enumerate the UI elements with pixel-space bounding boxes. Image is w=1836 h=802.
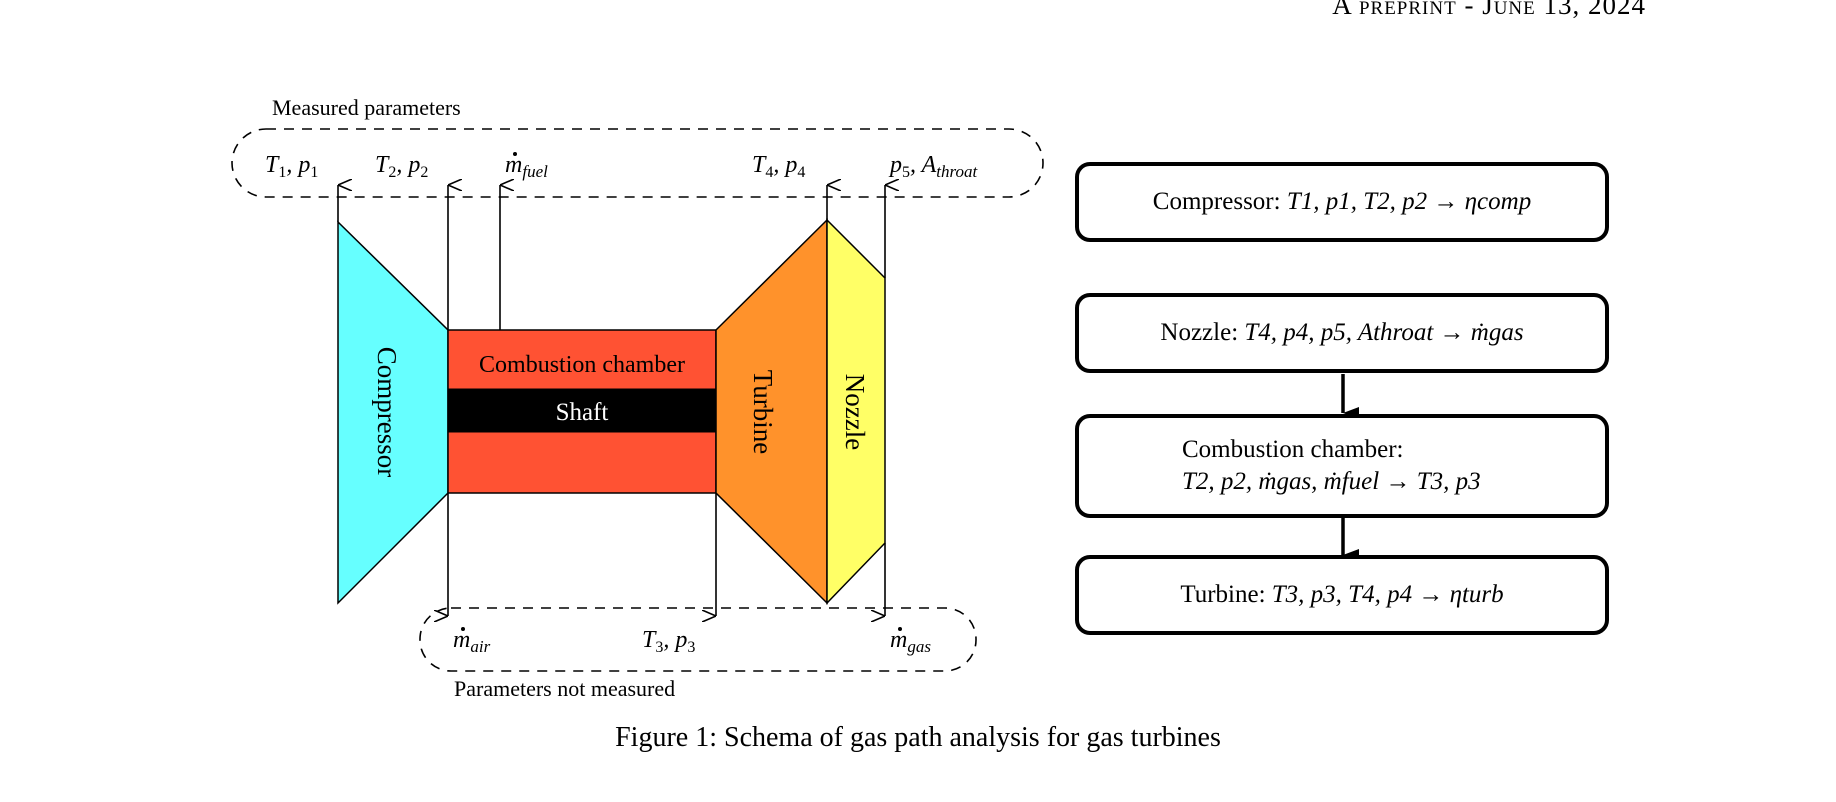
param-t4p4: T4, p4 [752, 152, 805, 181]
param-t1p1: T1, p1 [265, 152, 318, 181]
mgas-dot [898, 627, 902, 631]
compressor-box-formula: T1, p1, T2, p2 → ηcomp [1286, 188, 1532, 215]
combustion-box-name: Combustion chamber: [1182, 436, 1404, 463]
turbine-box: Turbine: T3, p3, T4, p4 → ηturb [1075, 555, 1609, 635]
running-head: A preprint - June 13, 2024 [1332, 0, 1646, 20]
nozzle-label: Nozzle [840, 374, 870, 450]
shaft-label: Shaft [556, 399, 609, 426]
combustion-chamber-label: Combustion chamber [479, 352, 685, 378]
combustion-box-formula: T2, p2, ṁgas, ṁfuel → T3, p3 [1182, 468, 1481, 495]
compressor-label: Compressor [372, 347, 402, 478]
combustion-box: Combustion chamber: T2, p2, ṁgas, ṁfuel … [1075, 414, 1609, 518]
param-mair: mair [453, 627, 491, 656]
param-p5athroat: p5, Athroat [888, 152, 978, 181]
unmeasured-parameters-label: Parameters not measured [454, 676, 675, 701]
turbine-box-name: Turbine: [1180, 581, 1266, 608]
measured-parameters-label: Measured parameters [272, 95, 461, 120]
compressor-box: Compressor: T1, p1, T2, p2 → ηcomp [1075, 162, 1609, 242]
param-t2p2: T2, p2 [375, 152, 428, 181]
unmeasured-region [419, 607, 977, 672]
mair-dot [461, 627, 465, 631]
compressor-box-name: Compressor: [1152, 188, 1281, 215]
param-mgas: mgas [890, 627, 931, 656]
nozzle-box-formula: T4, p4, p5, Athroat → ṁgas [1244, 319, 1524, 346]
nozzle-box: Nozzle: T4, p4, p5, Athroat → ṁgas [1075, 293, 1609, 373]
turbine-box-formula: T3, p3, T4, p4 → ηturb [1271, 581, 1504, 608]
param-t3p3: T3, p3 [642, 627, 695, 656]
measured-region [231, 128, 1044, 198]
turbine-label: Turbine [748, 370, 778, 455]
nozzle-box-name: Nozzle: [1160, 319, 1239, 346]
figure-caption: Figure 1: Schema of gas path analysis fo… [615, 722, 1221, 753]
param-mfuel: mfuel [505, 152, 548, 181]
mfuel-dot [513, 152, 517, 156]
